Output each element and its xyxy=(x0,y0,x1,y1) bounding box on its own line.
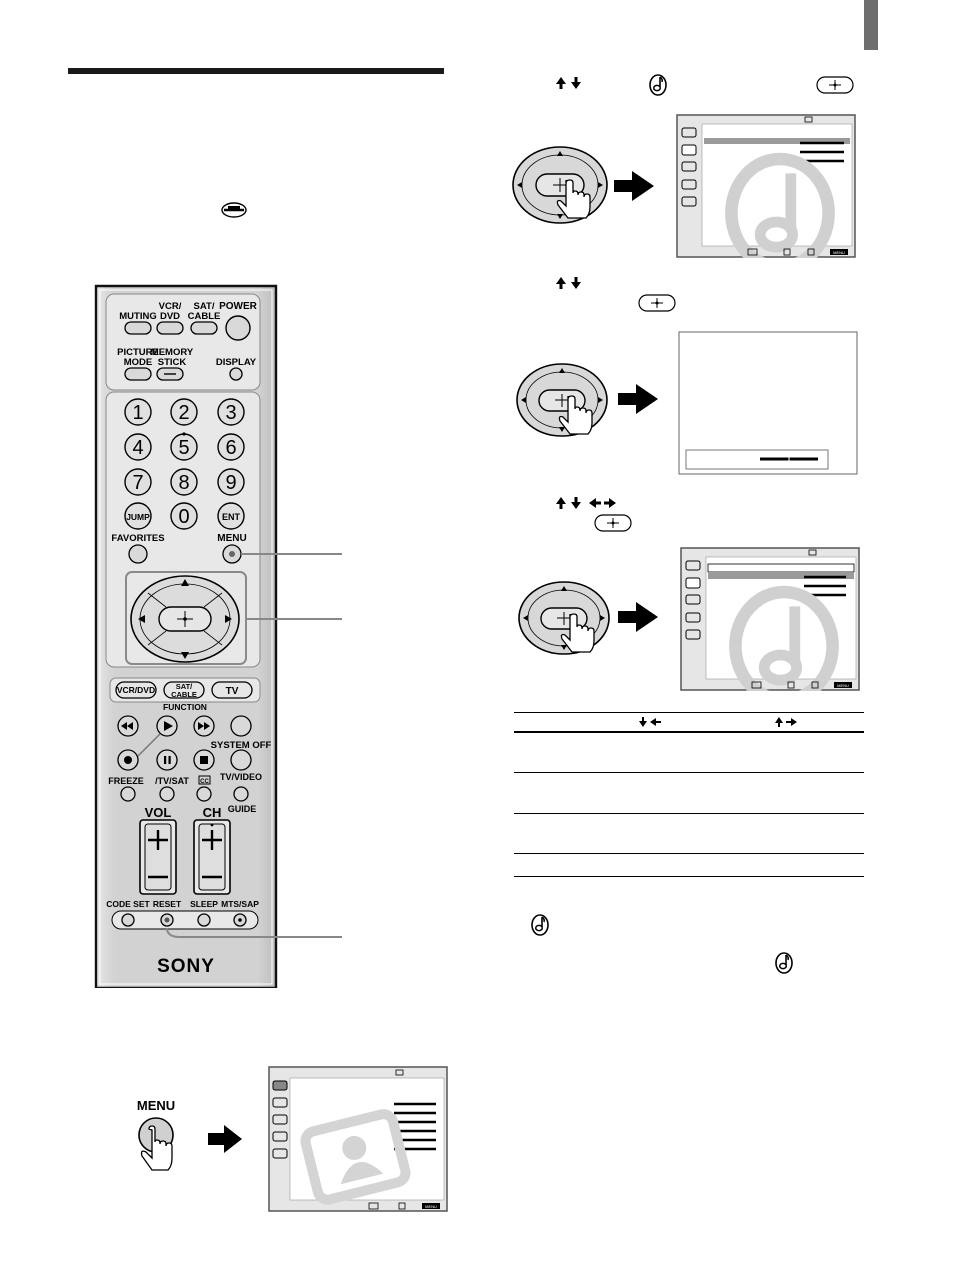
menu-press-illustration: MENU xyxy=(137,1098,242,1171)
svg-text:TV: TV xyxy=(226,686,239,697)
svg-text:5: 5 xyxy=(178,437,189,459)
power-button xyxy=(225,315,251,341)
svg-text:4: 4 xyxy=(132,437,143,459)
sony-logo: SONY xyxy=(157,956,215,977)
svg-text:MENU: MENU xyxy=(837,683,849,688)
muting-label: MUTING xyxy=(119,311,156,322)
svg-text:TV/VIDEO: TV/VIDEO xyxy=(220,772,262,782)
extra-button xyxy=(230,715,252,737)
svg-text:VOL: VOL xyxy=(145,805,172,820)
tv-screen-adjust-bar xyxy=(678,331,858,475)
svg-text:CABLE: CABLE xyxy=(171,690,197,699)
favorites-button xyxy=(128,544,148,564)
svg-text:1: 1 xyxy=(132,402,143,424)
muting-button xyxy=(124,321,152,335)
svg-text:DVD: DVD xyxy=(160,311,180,322)
svg-text:0: 0 xyxy=(178,506,189,528)
svg-text:6: 6 xyxy=(225,437,236,459)
svg-text:MODE: MODE xyxy=(124,357,153,368)
svg-text:MENU: MENU xyxy=(833,250,845,255)
audio-note-icon-note xyxy=(531,914,549,936)
svg-text:SAT/: SAT/ xyxy=(194,301,215,312)
tv-video-button xyxy=(233,786,249,802)
freeze-button xyxy=(120,786,136,802)
pause-button xyxy=(156,749,178,771)
remote-control-illustration: MUTING VCR/ DVD SAT/ CABLE POWER PICTURE… xyxy=(94,284,342,988)
svg-text:SYSTEM OFF: SYSTEM OFF xyxy=(211,740,272,751)
joystick-press-2 xyxy=(516,363,658,437)
adjust-table-row-rule xyxy=(514,813,864,814)
adjust-table-row-rule xyxy=(514,853,864,854)
up-down-arrows-icon-2 xyxy=(556,277,581,289)
svg-text:ENT: ENT xyxy=(222,512,241,522)
svg-text:CODE SET: CODE SET xyxy=(106,899,150,909)
svg-text:MENU: MENU xyxy=(137,1098,175,1113)
select-button-icon-3 xyxy=(594,514,632,532)
svg-text:CH: CH xyxy=(203,805,222,820)
svg-text:VCR/: VCR/ xyxy=(159,301,182,312)
svg-text:SLEEP: SLEEP xyxy=(190,899,218,909)
svg-text:MENU: MENU xyxy=(217,533,246,544)
joystick-press-1 xyxy=(512,146,654,224)
svg-text:STICK: STICK xyxy=(158,357,187,368)
svg-text:GUIDE: GUIDE xyxy=(228,804,257,814)
cc-button xyxy=(196,786,212,802)
adjust-table-row-rule xyxy=(514,772,864,773)
func-vcr-dvd-button xyxy=(115,681,157,699)
four-arrows-icon xyxy=(556,497,616,509)
audio-note-icon xyxy=(649,74,667,96)
sleep-button xyxy=(197,913,211,927)
svg-text:8: 8 xyxy=(178,472,189,494)
func-tv-button xyxy=(211,681,253,699)
svg-text:VCR/DVD: VCR/DVD xyxy=(117,685,155,695)
svg-text:SAT/: SAT/ xyxy=(176,682,193,691)
svg-text:7: 7 xyxy=(132,472,143,494)
sat-cable-button xyxy=(190,321,218,335)
section-heading-rule xyxy=(68,68,444,74)
down-left-arrows-icon xyxy=(639,717,661,727)
svg-text:CABLE: CABLE xyxy=(188,311,221,322)
svg-text:MTS/SAP: MTS/SAP xyxy=(221,899,259,909)
tv-sat-button xyxy=(159,786,175,802)
svg-text:9: 9 xyxy=(225,472,236,494)
code-set-button xyxy=(121,913,135,927)
svg-text:DISPLAY: DISPLAY xyxy=(216,357,257,368)
select-button-icon xyxy=(816,76,854,94)
svg-text:RESET: RESET xyxy=(153,899,182,909)
zero-button xyxy=(170,502,198,530)
adjust-table-header-rule xyxy=(514,731,864,733)
joystick-press-3 xyxy=(518,581,658,655)
svg-text:CC: CC xyxy=(200,779,209,785)
jump-button xyxy=(124,502,152,530)
func-sat-cable-button xyxy=(163,681,205,699)
tv-screen-picture-menu: MENU xyxy=(268,1066,448,1212)
svg-text:2: 2 xyxy=(178,402,189,424)
svg-text:PICTURE: PICTURE xyxy=(117,347,159,358)
ent-button xyxy=(217,502,245,530)
system-off-button xyxy=(230,749,252,771)
display-button xyxy=(229,367,243,381)
svg-text:FREEZE: FREEZE xyxy=(108,776,144,786)
memory-stick-icon xyxy=(221,202,247,218)
picture-mode-button xyxy=(124,367,152,381)
svg-text:/TV/SAT: /TV/SAT xyxy=(155,776,189,786)
adjust-table-bottom-rule xyxy=(514,876,864,877)
adjust-table-top-rule xyxy=(514,712,864,713)
page-edge-tab xyxy=(864,0,878,50)
up-down-arrows-icon xyxy=(556,77,581,89)
svg-text:JUMP: JUMP xyxy=(126,512,150,522)
svg-text:MENU: MENU xyxy=(425,1204,437,1209)
select-button-icon-2 xyxy=(638,294,676,312)
svg-text:3: 3 xyxy=(225,402,236,424)
up-right-arrows-icon xyxy=(775,717,797,727)
tv-screen-audio-menu-1: MENU xyxy=(676,114,856,258)
vcr-dvd-button xyxy=(156,321,184,335)
svg-text:POWER: POWER xyxy=(219,301,258,312)
svg-text:MEMORY: MEMORY xyxy=(151,347,194,358)
audio-note-icon-note-2 xyxy=(775,952,793,974)
svg-text:FAVORITES: FAVORITES xyxy=(111,533,164,544)
svg-text:FUNCTION: FUNCTION xyxy=(163,702,207,712)
tv-screen-audio-menu-2: MENU xyxy=(680,547,860,691)
digit-buttons: 1 2 3 4 5 6 7 8 9 xyxy=(124,398,245,496)
